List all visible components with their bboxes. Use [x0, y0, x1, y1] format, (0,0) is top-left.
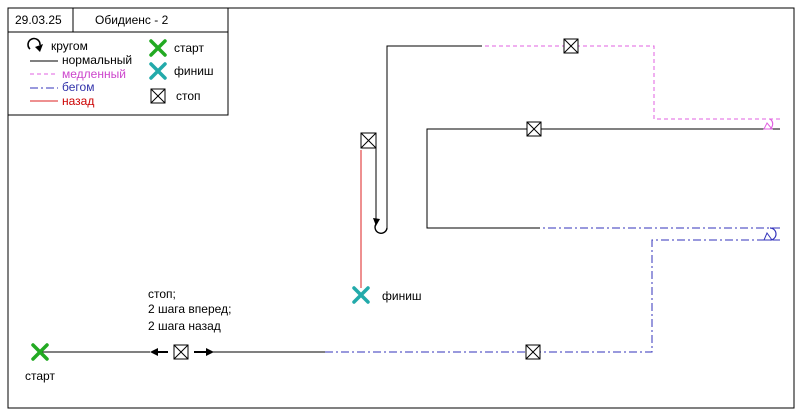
path-normal-top	[386, 45, 482, 228]
stop-marker-icon	[150, 88, 166, 104]
start-marker-icon	[149, 39, 167, 57]
note-line-3: 2 шага назад	[148, 319, 221, 333]
stop-marker-bottom-icon	[525, 344, 541, 360]
course-finish-label: финиш	[382, 289, 422, 303]
legend-label-finish: финиш	[174, 64, 214, 78]
around-turn-icon	[374, 223, 388, 234]
course-start-label: старт	[25, 369, 55, 383]
course-start-marker-icon	[31, 343, 49, 361]
legend-label-slow: медленный	[62, 67, 126, 81]
stop-marker-back-icon	[360, 132, 377, 149]
note-line-1: стоп;	[148, 287, 176, 301]
note-line-2: 2 шага вперед;	[148, 302, 231, 316]
path-run-bottom	[325, 239, 780, 353]
course-finish-marker-icon	[352, 286, 370, 304]
header-title: Обидиенс - 2	[95, 13, 169, 27]
path-normal-middle	[426, 128, 780, 229]
outer-frame	[7, 7, 795, 409]
around-arrow-icon	[27, 37, 41, 50]
finish-marker-icon	[149, 62, 167, 80]
header-date: 29.03.25	[15, 13, 62, 27]
stop-marker-middle-icon	[526, 121, 542, 137]
legend-label-start: старт	[174, 41, 204, 55]
path-slow-top	[482, 45, 780, 120]
legend-label-stop: стоп	[176, 89, 201, 103]
legend-box: 29.03.25 Обидиенс - 2 кругом нормальный …	[7, 7, 229, 116]
stop-marker-top-icon	[563, 38, 579, 54]
legend-label-normal: нормальный	[62, 53, 132, 67]
legend-label-back: назад	[62, 94, 94, 108]
stop-marker-start-icon	[173, 344, 189, 360]
legend-label-run: бегом	[62, 80, 94, 94]
legend-label-around: кругом	[51, 39, 88, 53]
